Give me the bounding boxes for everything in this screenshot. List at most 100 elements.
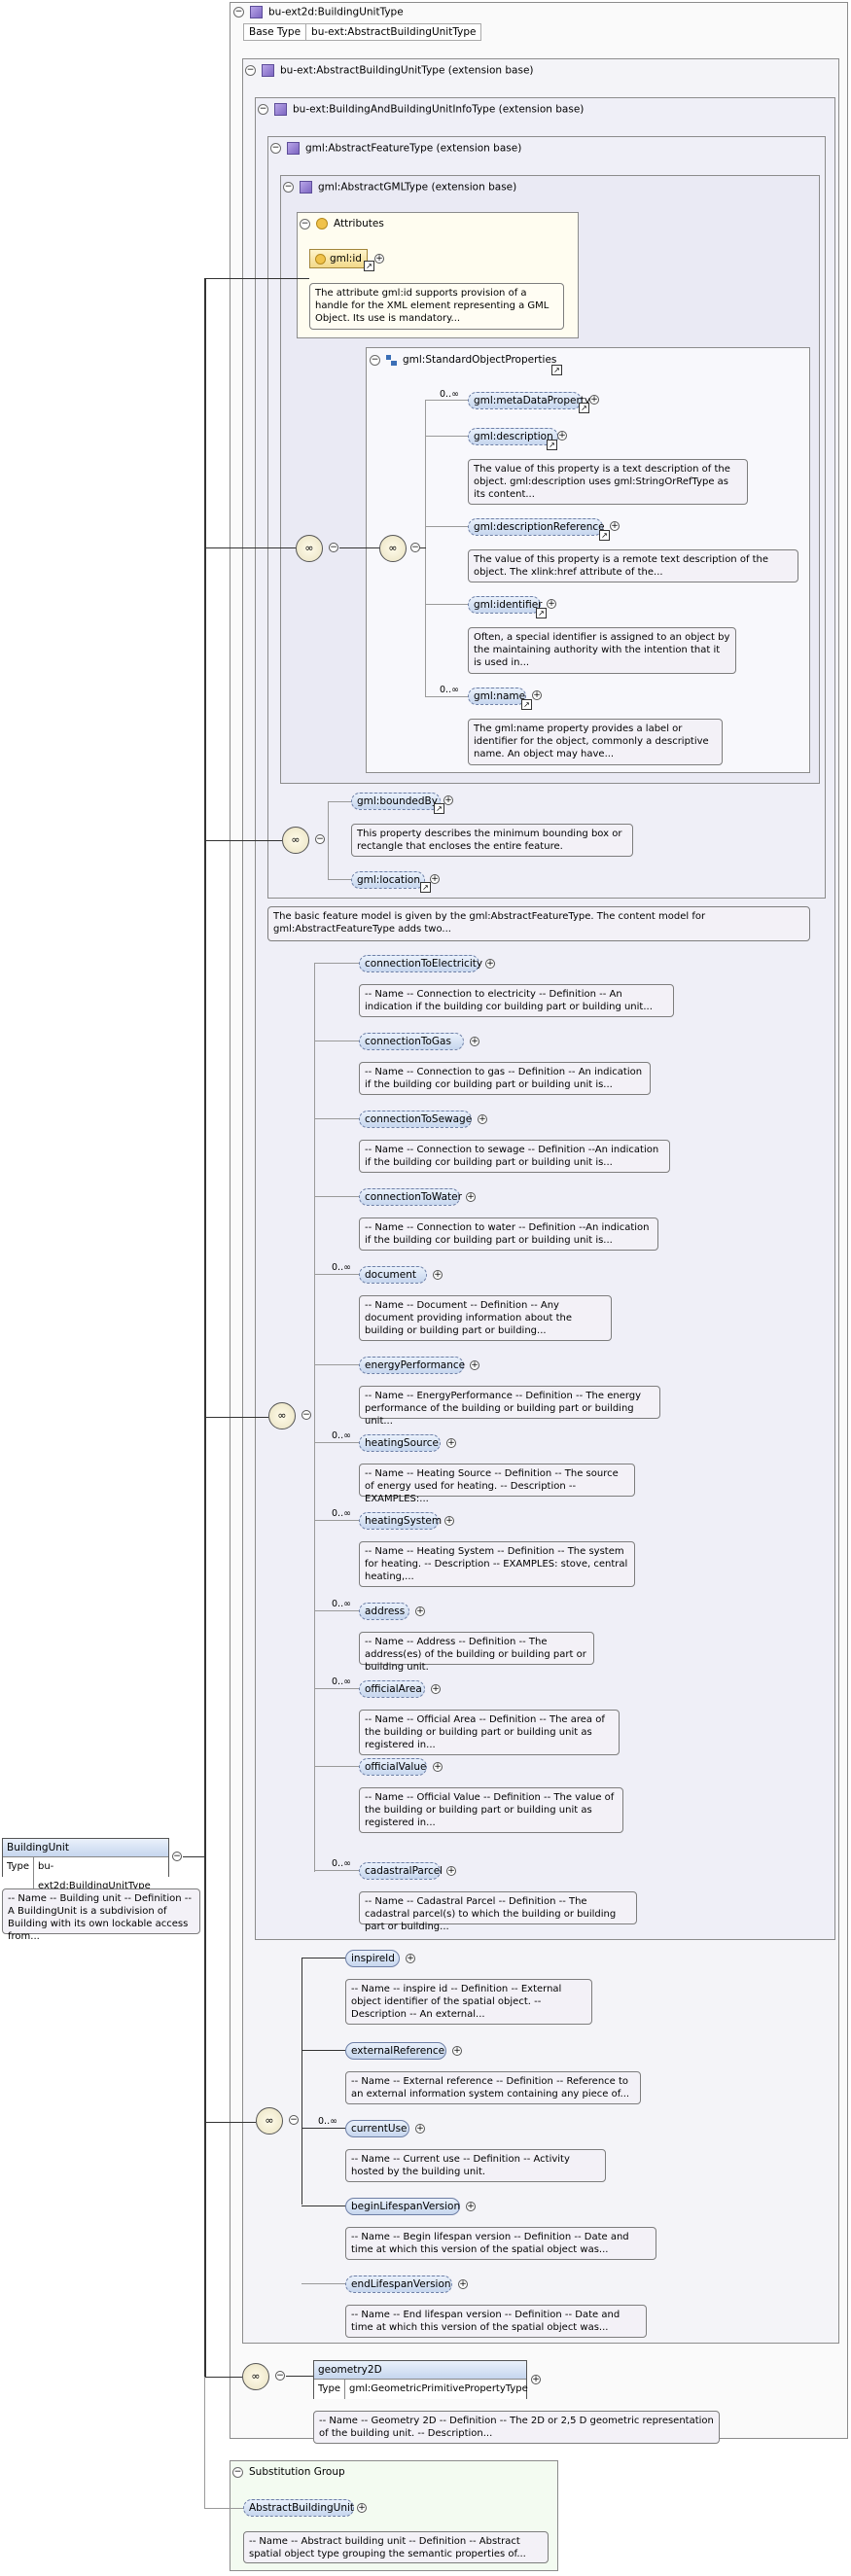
link-icon[interactable]: ↗ [521, 699, 532, 710]
element-energyperformance[interactable]: energyPerformance [359, 1357, 465, 1374]
element-gml-descriptionreference[interactable]: gml:descriptionReference [468, 518, 605, 536]
expand-icon[interactable]: + [433, 1762, 443, 1772]
expand-icon[interactable]: + [443, 795, 453, 805]
collapse-icon[interactable]: − [258, 104, 268, 115]
collapse-icon[interactable]: − [232, 2466, 243, 2478]
collapse-icon[interactable]: − [370, 354, 380, 366]
link-icon[interactable]: ↗ [551, 365, 562, 375]
link-icon[interactable]: ↗ [536, 608, 547, 618]
connector-line [314, 1196, 359, 1197]
link-icon[interactable]: ↗ [579, 403, 589, 413]
connector-line [314, 1610, 359, 1611]
element-name: inspireId [351, 1953, 395, 1964]
expand-icon[interactable]: + [589, 395, 599, 405]
expand-icon[interactable]: + [466, 1192, 476, 1202]
element-name: externalReference [351, 2045, 445, 2057]
expand-icon[interactable]: + [374, 254, 384, 264]
element-doc: -- Name -- Heating System -- Definition … [359, 1541, 635, 1587]
expand-icon[interactable]: + [470, 1037, 479, 1046]
multiplicity: 0..∞ [332, 1858, 351, 1869]
expand-icon[interactable]: + [470, 1360, 479, 1370]
link-icon[interactable]: ↗ [547, 440, 557, 450]
element-beginlifespanversion[interactable]: beginLifespanVersion [345, 2198, 460, 2215]
element-externalreference[interactable]: externalReference [345, 2042, 446, 2060]
collapse-icon[interactable]: − [289, 2115, 299, 2125]
element-gml-location[interactable]: gml:location [351, 871, 425, 889]
connector-line [314, 1870, 359, 1871]
expand-icon[interactable]: + [557, 431, 567, 441]
element-abstractbuildingunit[interactable]: AbstractBuildingUnit [243, 2499, 354, 2517]
element-gml-name[interactable]: gml:name [468, 688, 526, 705]
element-connectiontogas[interactable]: connectionToGas [359, 1033, 464, 1050]
collapse-icon[interactable]: − [245, 65, 256, 76]
collapse-icon[interactable]: − [283, 182, 294, 193]
expand-icon[interactable]: + [485, 959, 495, 969]
element-name: address [365, 1606, 406, 1617]
connector-line [314, 1520, 359, 1521]
expand-icon[interactable]: + [430, 874, 440, 884]
expand-icon[interactable]: + [531, 2375, 541, 2384]
element-gml-boundedby[interactable]: gml:boundedBy [351, 793, 441, 810]
expand-icon[interactable]: + [466, 2202, 476, 2211]
element-name: document [365, 1269, 416, 1281]
link-icon[interactable]: ↗ [434, 803, 444, 814]
element-gml-metadataproperty[interactable]: gml:metaDataProperty [468, 392, 590, 409]
element-connectiontowater[interactable]: connectionToWater [359, 1188, 462, 1206]
element-officialarea[interactable]: officialArea [359, 1680, 425, 1698]
element-geometry2d[interactable]: geometry2D Type gml:GeometricPrimitivePr… [313, 2360, 528, 2399]
collapse-icon[interactable]: − [300, 218, 310, 229]
collapse-icon[interactable]: − [275, 2371, 285, 2381]
expand-icon[interactable]: + [433, 1270, 443, 1280]
element-endlifespanversion[interactable]: endLifespanVersion [345, 2276, 452, 2293]
expand-icon[interactable]: + [532, 690, 542, 700]
element-document[interactable]: document [359, 1266, 427, 1284]
element-name: cadastralParcel [365, 1865, 443, 1877]
expand-icon[interactable]: + [406, 1954, 415, 1963]
abu-extension-label: bu-ext:AbstractBuildingUnitType (extensi… [280, 64, 534, 77]
link-icon[interactable]: ↗ [420, 882, 431, 893]
attributes-label: Attributes [334, 218, 384, 229]
substitution-group-label: Substitution Group [249, 2466, 345, 2478]
expand-icon[interactable]: + [446, 1438, 456, 1448]
element-heatingsource[interactable]: heatingSource [359, 1434, 441, 1452]
expand-icon[interactable]: + [458, 2279, 468, 2289]
element-currentuse[interactable]: currentUse [345, 2120, 409, 2137]
element-cadastralparcel[interactable]: cadastralParcel [359, 1862, 443, 1880]
link-icon[interactable]: ↗ [364, 261, 374, 271]
element-name: connectionToSewage [365, 1113, 473, 1125]
element-name: officialArea [365, 1683, 422, 1695]
expand-icon[interactable]: + [357, 2503, 367, 2513]
multiplicity: 0..∞ [318, 2116, 337, 2127]
element-heatingsystem[interactable]: heatingSystem [359, 1512, 442, 1530]
collapse-icon[interactable]: − [410, 543, 420, 552]
expand-icon[interactable]: + [431, 1684, 441, 1694]
collapse-icon[interactable]: − [270, 143, 281, 154]
attribute-gml-id[interactable]: gml:id [309, 249, 368, 268]
element-gml-identifier[interactable]: gml:identifier [468, 596, 542, 614]
expand-icon[interactable]: + [478, 1114, 487, 1124]
collapse-icon[interactable]: − [315, 834, 325, 844]
expand-icon[interactable]: + [452, 2046, 462, 2056]
element-doc: -- Name -- Cadastral Parcel -- Definitio… [359, 1891, 637, 1932]
collapse-icon[interactable]: − [301, 1410, 311, 1420]
element-officialvalue[interactable]: officialValue [359, 1758, 427, 1776]
root-element-buildingunit[interactable]: BuildingUnit Type bu-ext2d:BuildingUnitT… [2, 1838, 169, 1896]
expand-icon[interactable]: + [547, 599, 556, 609]
feature-extension-label: gml:AbstractFeatureType (extension base) [305, 142, 522, 155]
element-connectiontoelectricity[interactable]: connectionToElectricity [359, 955, 482, 972]
expand-icon[interactable]: + [415, 1606, 425, 1616]
expand-icon[interactable]: + [446, 1866, 456, 1876]
expand-icon[interactable]: + [610, 521, 620, 531]
element-connectiontosewage[interactable]: connectionToSewage [359, 1111, 472, 1128]
expand-icon[interactable]: + [415, 2124, 425, 2134]
element-inspireid[interactable]: inspireId [345, 1950, 400, 1967]
collapse-icon[interactable]: − [172, 1852, 182, 1861]
expand-icon[interactable]: + [444, 1516, 454, 1526]
connector-line [301, 2050, 345, 2051]
element-address[interactable]: address [359, 1603, 409, 1620]
link-icon[interactable]: ↗ [599, 530, 610, 541]
element-gml-description[interactable]: gml:description [468, 428, 558, 445]
gml-extension-title: −gml:AbstractGMLType (extension base) [283, 181, 516, 194]
collapse-icon[interactable]: − [233, 7, 244, 18]
collapse-icon[interactable]: − [329, 543, 338, 552]
